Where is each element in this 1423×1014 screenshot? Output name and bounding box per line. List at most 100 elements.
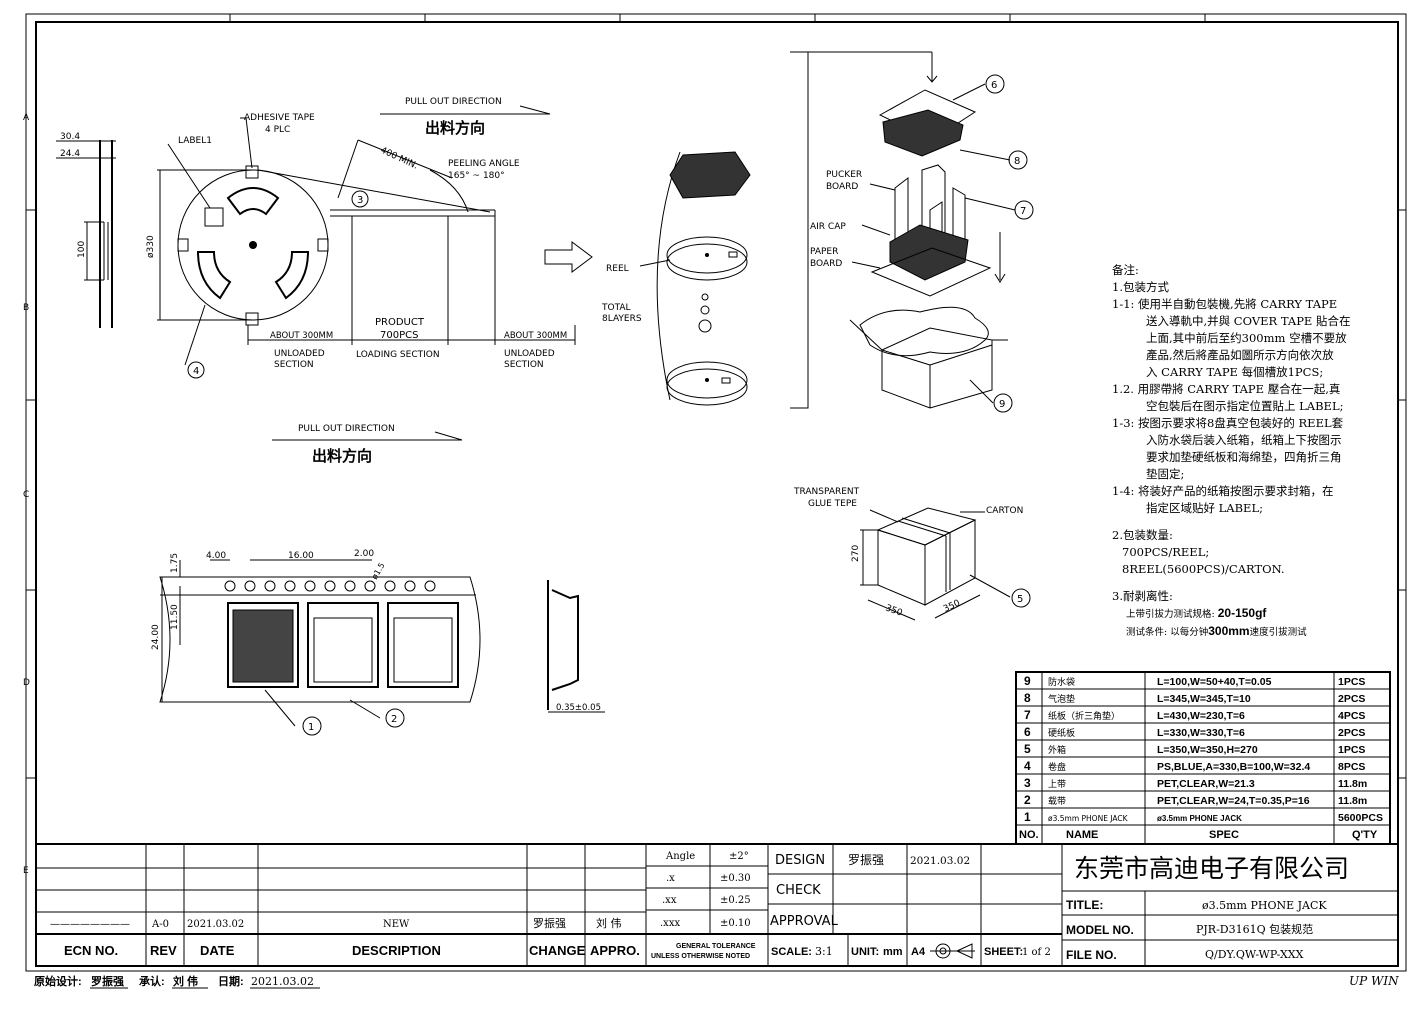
notes-1-4-a: 1-4: 将装好产品的纸箱按图示要求封箱，在 xyxy=(1112,484,1334,498)
svg-text:出料方向: 出料方向 xyxy=(425,119,485,137)
notes-1-1-c: 上面,其中前后至约300mm 空槽不要放 xyxy=(1146,331,1347,345)
svg-text:5: 5 xyxy=(1017,594,1023,605)
svg-text:出料方向: 出料方向 xyxy=(312,447,372,465)
bom-cell: 载带 xyxy=(1048,795,1066,807)
svg-text:7: 7 xyxy=(1020,206,1026,217)
bom-cell: L=350,W=350,H=270 xyxy=(1157,744,1258,756)
bom-cell: PET,CLEAR,W=24,T=0.35,P=16 xyxy=(1157,795,1310,807)
dim-24-4: 24.4 xyxy=(60,149,80,159)
sheet-value: 1 of 2 xyxy=(1022,947,1051,958)
notes-qty-1: 700PCS/REEL; xyxy=(1122,545,1210,559)
notes-section-3: 3.耐剥离性: xyxy=(1112,589,1173,603)
notes-peel-1: 上带引拔力测试规格: 20-150gf xyxy=(1126,606,1267,620)
bom-cell: 8PCS xyxy=(1338,761,1365,773)
row-mark-c: C xyxy=(23,490,29,500)
svg-text:16.00: 16.00 xyxy=(288,551,314,561)
column-ticks xyxy=(26,14,1406,779)
design-by: 罗振强 xyxy=(848,853,884,867)
svg-text:.xxx: .xxx xyxy=(660,918,680,929)
scale-value: 3:1 xyxy=(815,945,833,958)
notes-title: 备注: xyxy=(1112,263,1139,277)
adhesive-tape-label: ADHESIVE TAPE xyxy=(244,113,315,123)
file-value: Q/DY.QW-WP-XXX xyxy=(1205,948,1304,961)
bom-cell: L=330,W=330,T=6 xyxy=(1157,727,1245,739)
paper-size: A4 xyxy=(911,946,926,958)
projection-symbol-icon xyxy=(930,943,975,959)
packaging-notes: 备注: 1.包装方式 1-1: 使用半自動包裝機,先將 CARRY TAPE 送… xyxy=(1112,262,1402,641)
svg-text:PULL OUT DIRECTION: PULL OUT DIRECTION xyxy=(405,97,502,107)
svg-text:±0.10: ±0.10 xyxy=(720,918,751,929)
dim-100: 100 xyxy=(77,241,87,258)
bom-cell: 纸板（折三角垫） xyxy=(1048,710,1120,722)
notes-1-4-b: 指定区域贴好 LABEL; xyxy=(1146,501,1263,515)
bom-cell: 外箱 xyxy=(1048,744,1066,756)
bom-cell: 卷盘 xyxy=(1048,761,1066,773)
bom-cell: L=100,W=50+40,T=0.05 xyxy=(1157,676,1272,688)
notes-section-2: 2.包装数量: xyxy=(1112,528,1173,542)
hdr-date: DATE xyxy=(200,943,235,958)
svg-text:24.00: 24.00 xyxy=(151,624,161,650)
tol-angle: Angle xyxy=(665,851,695,862)
svg-text:ABOUT 300MM: ABOUT 300MM xyxy=(504,331,567,341)
svg-text:±0.25: ±0.25 xyxy=(720,895,751,906)
label1-text: LABEL1 xyxy=(178,136,212,146)
notes-1-2-b: 空包裝后在图示指定位置貼上 LABEL; xyxy=(1146,399,1344,413)
model-label: MODEL NO. xyxy=(1066,923,1134,937)
rev-row-date: 2021.03.02 xyxy=(187,919,244,930)
notes-1-1-a: 1-1: 使用半自動包裝機,先將 CARRY TAPE xyxy=(1112,297,1338,311)
footer-designer: 罗振强 xyxy=(91,974,124,988)
callout-2 xyxy=(385,708,405,728)
reel-label: REEL xyxy=(606,264,629,274)
svg-text:350: 350 xyxy=(942,598,962,614)
svg-text:BOARD: BOARD xyxy=(826,182,858,192)
callout-1 xyxy=(302,716,322,736)
file-label: FILE NO. xyxy=(1066,948,1117,962)
svg-text:3: 3 xyxy=(357,195,363,206)
svg-text:8: 8 xyxy=(1014,156,1020,167)
svg-text:2.00: 2.00 xyxy=(354,549,374,559)
bom-cell: 4 xyxy=(1024,759,1031,773)
design-date: 2021.03.02 xyxy=(910,855,970,867)
notes-1-1-d: 產品,然后將產品如圖所示方向依次放 xyxy=(1146,348,1334,362)
rev-row-desc: NEW xyxy=(383,919,410,930)
hdr-change: CHANGE xyxy=(529,943,586,958)
svg-text:0.35±0.05: 0.35±0.05 xyxy=(556,703,601,713)
bom-cell: L=430,W=230,T=6 xyxy=(1157,710,1245,722)
scale-label: SCALE: xyxy=(771,946,812,958)
bom-cell: L=345,W=345,T=10 xyxy=(1157,693,1251,705)
svg-text:PULL OUT DIRECTION: PULL OUT DIRECTION xyxy=(298,424,395,434)
bom-cell: PS,BLUE,A=330,B=100,W=32.4 xyxy=(1157,761,1310,773)
bom-cell: ø3.5mm PHONE JACK xyxy=(1048,814,1129,823)
footer-approve-label: 承认: xyxy=(139,974,165,988)
reel-front-view: ø330 ADHESIVE TAPE 4 PLC LABEL1 4 xyxy=(146,113,329,379)
row-mark-b: B xyxy=(23,303,29,313)
rev-row-change: 罗振强 xyxy=(533,916,566,930)
svg-text:UNLOADED: UNLOADED xyxy=(504,349,555,359)
notes-peel-2: 测试条件: 以每分钟300mm速度引拔测试 xyxy=(1126,624,1307,638)
bom-cell: 上带 xyxy=(1048,779,1066,790)
bom-cell: 1PCS xyxy=(1338,676,1365,688)
bom-cell: 6 xyxy=(1024,725,1031,739)
svg-text:SECTION: SECTION xyxy=(504,360,544,370)
callout-3 xyxy=(351,190,369,208)
bom-cell: 11.8m xyxy=(1338,795,1367,807)
bom-cell: 11.8m xyxy=(1338,778,1367,790)
title-block: ———————— A-0 2021.03.02 NEW 罗振强 刘 伟 ECN … xyxy=(36,843,1398,966)
notes-1-1-b: 送入導軌中,并與 COVER TAPE 貼合在 xyxy=(1146,314,1351,328)
svg-text:350: 350 xyxy=(884,603,904,618)
unit-label: UNIT: xyxy=(851,946,879,958)
hdr-desc: DESCRIPTION xyxy=(352,943,441,958)
bom-cell: 2PCS xyxy=(1338,727,1365,739)
svg-text:400 MIN.: 400 MIN. xyxy=(379,146,420,172)
row-mark-e: E xyxy=(23,866,29,876)
svg-text:.xx: .xx xyxy=(662,895,677,906)
notes-1-1-e: 入 CARRY TAPE 每個槽放1PCS; xyxy=(1146,365,1324,379)
svg-text:1.75: 1.75 xyxy=(170,553,180,573)
hdr-rev: REV xyxy=(150,943,177,958)
notes-1-3-d: 垫固定; xyxy=(1146,467,1185,481)
tol-note-1: GENERAL TOLERANCE xyxy=(676,943,756,950)
svg-text:270: 270 xyxy=(851,545,861,562)
svg-text:±0.30: ±0.30 xyxy=(720,873,751,884)
svg-text:PAPER: PAPER xyxy=(810,247,838,257)
notes-qty-2: 8REEL(5600PCS)/CARTON. xyxy=(1122,562,1285,576)
